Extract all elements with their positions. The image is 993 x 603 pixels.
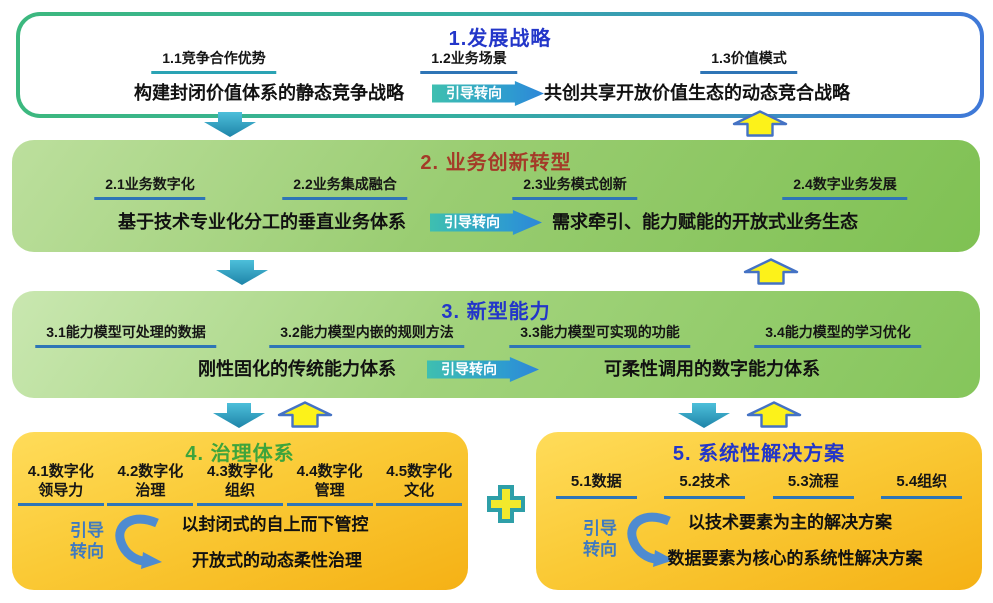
sub-item: 4.2数字化治理 [107, 462, 194, 506]
sub-item: 3.4能力模型的学习优化 [754, 322, 922, 348]
transition-to-text: 数据要素为核心的系统性解决方案 [667, 549, 923, 568]
sub-item: 4.1数字化领导力 [17, 462, 104, 506]
section-title: 2. 业务创新转型 [420, 152, 572, 174]
sub-item: 2.3业务模式创新 [512, 174, 638, 200]
sub-item: 5.4组织 [881, 470, 963, 499]
guide-arrow-label: 引导转向 [446, 85, 502, 101]
sub-item: 5.3流程 [772, 470, 854, 499]
section-new-capabilities: 3. 新型能力 3.1能力模型可处理的数据 3.2能力模型内嵌的规则方法 3.3… [12, 291, 980, 398]
sub-item: 4.5数字化文化 [376, 462, 463, 506]
sub-item: 1.1竞争合作优势 [151, 48, 277, 74]
sub-item: 1.2业务场景 [420, 48, 518, 74]
sub-item: 4.3数字化组织 [196, 462, 283, 506]
section-title: 5. 系统性解决方案 [672, 443, 846, 465]
transition-from-text: 以技术要素为主的解决方案 [688, 513, 892, 532]
guide-turn-label: 引导 转向 [583, 519, 617, 559]
section-governance-system: 4. 治理体系 4.1数字化领导力 4.2数字化治理 4.3数字化组织 4.4数… [12, 432, 468, 590]
section-systematic-solutions: 5. 系统性解决方案 5.1数据 5.2技术 5.3流程 5.4组织 引导 转向… [536, 432, 982, 590]
sub-item: 3.1能力模型可处理的数据 [35, 322, 217, 348]
guide-arrow-label: 引导转向 [441, 361, 497, 377]
solution-items-row: 5.1数据 5.2技术 5.3流程 5.4组织 [542, 470, 976, 499]
transition-to-text: 需求牵引、能力赋能的开放式业务生态 [552, 212, 858, 232]
section-development-strategy: 1.发展战略 1.1竞争合作优势 1.2业务场景 1.3价值模式 构建封闭价值体… [16, 12, 984, 118]
curved-turn-arrow-icon [115, 514, 162, 569]
transition-to-text: 可柔性调用的数字能力体系 [604, 359, 820, 379]
block-arrow-up-icon [746, 401, 802, 428]
guide-turn-arrow-icon: 引导转向 [432, 81, 544, 106]
block-arrow-up-icon [743, 258, 799, 285]
block-arrow-down-icon [204, 112, 256, 137]
plus-icon [487, 485, 525, 523]
block-arrow-up-icon [732, 110, 788, 137]
transition-to-text: 开放式的动态柔性治理 [192, 551, 362, 570]
section-title: 1.发展战略 [448, 28, 552, 50]
block-arrow-down-icon [213, 403, 265, 428]
sub-item: 5.2技术 [664, 470, 746, 499]
section-title: 3. 新型能力 [441, 301, 551, 323]
sub-item: 1.3价值模式 [700, 48, 798, 74]
sub-item: 2.1业务数字化 [94, 174, 206, 200]
sub-item: 3.2能力模型内嵌的规则方法 [269, 322, 465, 348]
sub-item: 5.1数据 [555, 470, 637, 499]
transition-to-text: 共创共享开放价值生态的动态竞合战略 [544, 83, 850, 103]
section-business-innovation: 2. 业务创新转型 2.1业务数字化 2.2业务集成融合 2.3业务模式创新 2… [12, 140, 980, 252]
governance-items-row: 4.1数字化领导力 4.2数字化治理 4.3数字化组织 4.4数字化管理 4.5… [16, 462, 464, 506]
curved-turn-arrow-icon [627, 512, 674, 567]
transition-from-text: 基于技术专业化分工的垂直业务体系 [118, 212, 406, 232]
block-arrow-down-icon [678, 403, 730, 428]
guide-arrow-label: 引导转向 [444, 214, 500, 230]
transition-from-text: 构建封闭价值体系的静态竞争战略 [134, 83, 404, 103]
block-arrow-up-icon [277, 401, 333, 428]
transition-from-text: 刚性固化的传统能力体系 [198, 359, 396, 379]
guide-turn-arrow-icon: 引导转向 [430, 210, 542, 235]
section-title: 4. 治理体系 [185, 443, 295, 465]
sub-item: 3.3能力模型可实现的功能 [509, 322, 691, 348]
sub-item: 4.4数字化管理 [286, 462, 373, 506]
guide-turn-label: 引导 转向 [70, 521, 104, 561]
transition-from-text: 以封闭式的自上而下管控 [181, 515, 369, 534]
block-arrow-down-icon [216, 260, 268, 285]
sub-item: 2.2业务集成融合 [282, 174, 408, 200]
guide-turn-arrow-icon: 引导转向 [427, 357, 539, 382]
sub-item: 2.4数字业务发展 [782, 174, 908, 200]
